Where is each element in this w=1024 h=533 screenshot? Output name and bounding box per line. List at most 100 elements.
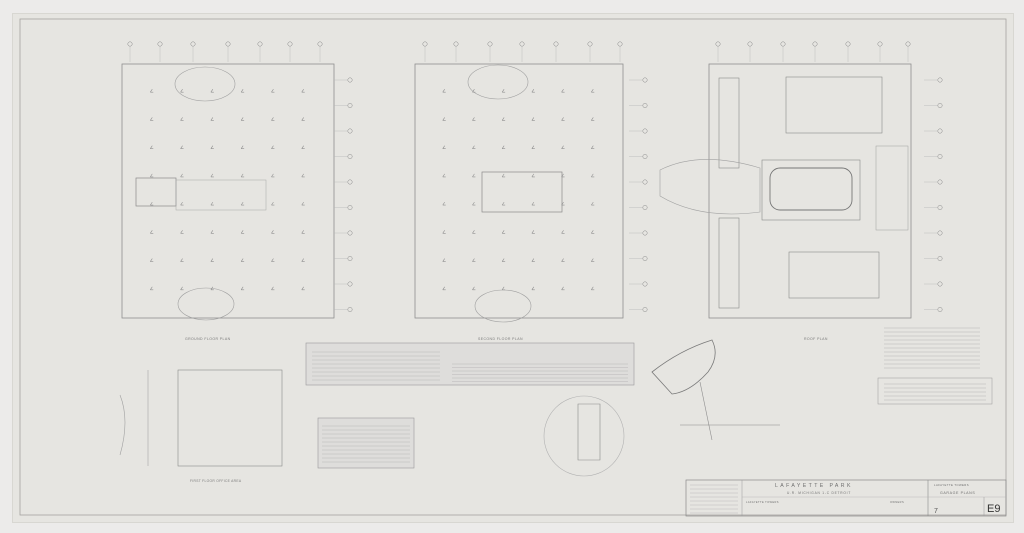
ground-floor-grid — [150, 89, 305, 291]
second-floor-grid — [442, 89, 595, 291]
column-symbol — [561, 286, 565, 291]
second-floor-plan: SECOND FLOOR PLAN — [414, 63, 624, 341]
column-symbol — [531, 258, 535, 262]
column-marker — [519, 41, 525, 47]
ground-floor-plan-title: GROUND FLOOR PLAN — [185, 337, 231, 341]
office-block-ground — [135, 177, 177, 207]
column-symbol — [210, 145, 214, 149]
row-marker — [347, 154, 353, 159]
column-symbol — [150, 258, 154, 262]
column-symbol — [501, 258, 506, 262]
column-symbol — [240, 173, 245, 178]
column-symbol — [271, 173, 275, 178]
row-marker — [642, 281, 648, 287]
column-marker — [905, 41, 911, 47]
column-symbol — [271, 201, 275, 206]
column-symbol — [240, 117, 245, 121]
sheet-number: E9 — [987, 503, 1000, 515]
row-marker — [642, 307, 648, 312]
column-symbol — [501, 89, 506, 93]
row-marker — [937, 256, 943, 261]
column-symbol — [561, 117, 565, 121]
row-marker — [347, 179, 353, 185]
column-symbol — [180, 117, 184, 121]
column-symbol — [210, 258, 214, 262]
project-title: LAFAYETTE PARK — [775, 483, 853, 489]
sheet-title: GARAGE PLANS — [940, 491, 975, 495]
column-marker — [487, 41, 493, 47]
column-symbol — [150, 117, 154, 121]
column-symbol — [472, 201, 476, 206]
column-symbol — [240, 258, 245, 262]
stair-core-south-ground — [177, 287, 235, 321]
roof-center-block — [761, 159, 861, 221]
column-marker — [422, 41, 428, 47]
column-symbol — [210, 89, 214, 93]
column-symbol — [150, 201, 154, 206]
column-symbol — [301, 117, 305, 121]
owner-label: OWNERS — [890, 500, 904, 504]
row-markers — [334, 77, 943, 312]
column-symbol — [561, 145, 565, 149]
ramp-block-second — [481, 171, 563, 213]
column-symbol — [501, 286, 506, 291]
column-marker — [127, 41, 133, 47]
title-block: LAFAYETTE PARK U.R. MICHIGAN 1-C DETROIT… — [685, 479, 1007, 517]
column-symbol — [271, 258, 275, 262]
row-marker — [937, 281, 943, 287]
column-symbol — [442, 117, 446, 121]
row-marker — [937, 128, 943, 134]
column-symbol — [442, 89, 446, 93]
column-symbol — [240, 286, 245, 291]
column-symbol — [180, 230, 184, 234]
column-symbol — [561, 258, 565, 262]
column-symbol — [240, 145, 245, 149]
stair-core-north-second — [467, 64, 529, 100]
column-symbol — [531, 145, 535, 149]
column-symbol — [180, 145, 184, 149]
column-marker — [780, 41, 786, 47]
row-marker — [347, 307, 353, 312]
row-marker — [642, 256, 648, 261]
column-symbol — [301, 286, 305, 291]
column-symbol — [591, 230, 595, 234]
column-symbol — [472, 173, 476, 178]
column-symbol — [240, 230, 245, 234]
column-symbol — [442, 286, 446, 291]
column-symbol — [442, 258, 446, 262]
office-area-detail: FIRST FLOOR OFFICE AREA — [119, 369, 283, 483]
column-marker — [157, 41, 163, 47]
ground-floor-plan: GROUND FLOOR PLAN — [121, 63, 335, 341]
column-symbol — [240, 201, 245, 206]
row-marker — [642, 230, 648, 236]
column-symbol — [472, 258, 476, 262]
row-marker — [642, 103, 648, 108]
row-marker — [937, 154, 943, 159]
column-symbol — [472, 145, 476, 149]
column-symbol — [531, 286, 535, 291]
project-subtitle: U.R. MICHIGAN 1-C DETROIT — [787, 491, 851, 495]
row-marker — [347, 128, 353, 134]
column-symbol — [472, 89, 476, 93]
ground-floor-outline — [121, 63, 335, 319]
stair-core-south-second — [474, 289, 532, 323]
column-symbol — [180, 286, 184, 291]
sheet-border — [19, 18, 1007, 516]
row-marker — [347, 281, 353, 287]
subproject-label: LAFAYETTE TOWERS — [746, 500, 779, 504]
row-marker — [642, 77, 648, 83]
general-notes — [884, 327, 986, 401]
column-symbol — [442, 230, 446, 234]
row-marker — [642, 128, 648, 134]
detail-circle — [543, 395, 625, 477]
stair-core-north-ground — [174, 66, 236, 102]
column-symbol — [531, 201, 535, 206]
panel-schedule — [317, 417, 415, 469]
column-marker — [225, 41, 231, 47]
column-symbol — [271, 89, 275, 93]
column-marker — [617, 41, 623, 47]
column-symbol — [150, 230, 154, 234]
column-symbol — [501, 145, 506, 149]
row-marker — [642, 154, 648, 159]
